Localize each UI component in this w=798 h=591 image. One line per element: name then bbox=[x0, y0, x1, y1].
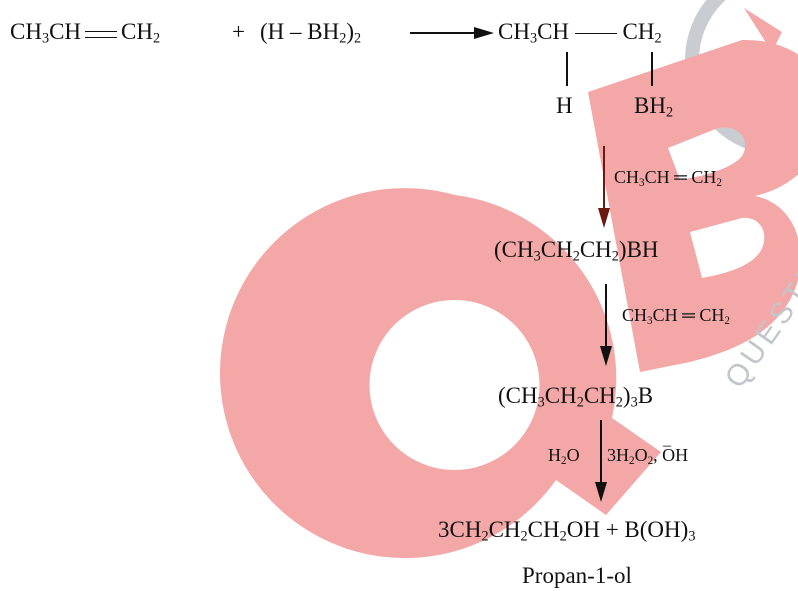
arrow-step4-head bbox=[595, 482, 607, 502]
qb-logo-icon bbox=[220, 39, 798, 559]
product-trialkylborane: (CH3CH2CH2)3B bbox=[498, 383, 654, 411]
product-monoalkylborane: (CH3CH2CH2)BH bbox=[494, 237, 659, 265]
plus-sign: + bbox=[232, 19, 245, 44]
reactant-diborane: (H – BH2)2 bbox=[260, 19, 362, 47]
arrow-step3-head bbox=[600, 346, 612, 366]
reagent-peroxide: 3H2O2, OH bbox=[607, 437, 688, 466]
arrow-step1-head bbox=[474, 27, 494, 39]
arrow-step2-head bbox=[598, 208, 610, 228]
product-name: Propan-1-ol bbox=[522, 563, 632, 588]
product-chain: CH3CH CH2 bbox=[498, 19, 662, 47]
product-bh2: BH2 bbox=[634, 93, 674, 121]
product-h: H bbox=[556, 93, 573, 118]
reagent-propene-2: CH3CH ═ CH2 bbox=[622, 305, 730, 327]
reagent-water: H2O bbox=[548, 445, 580, 467]
final-product: 3CH2CH2CH2OH + B(OH)3 bbox=[438, 517, 696, 545]
reagent-propene-1: CH3CH ═ CH2 bbox=[614, 167, 722, 189]
